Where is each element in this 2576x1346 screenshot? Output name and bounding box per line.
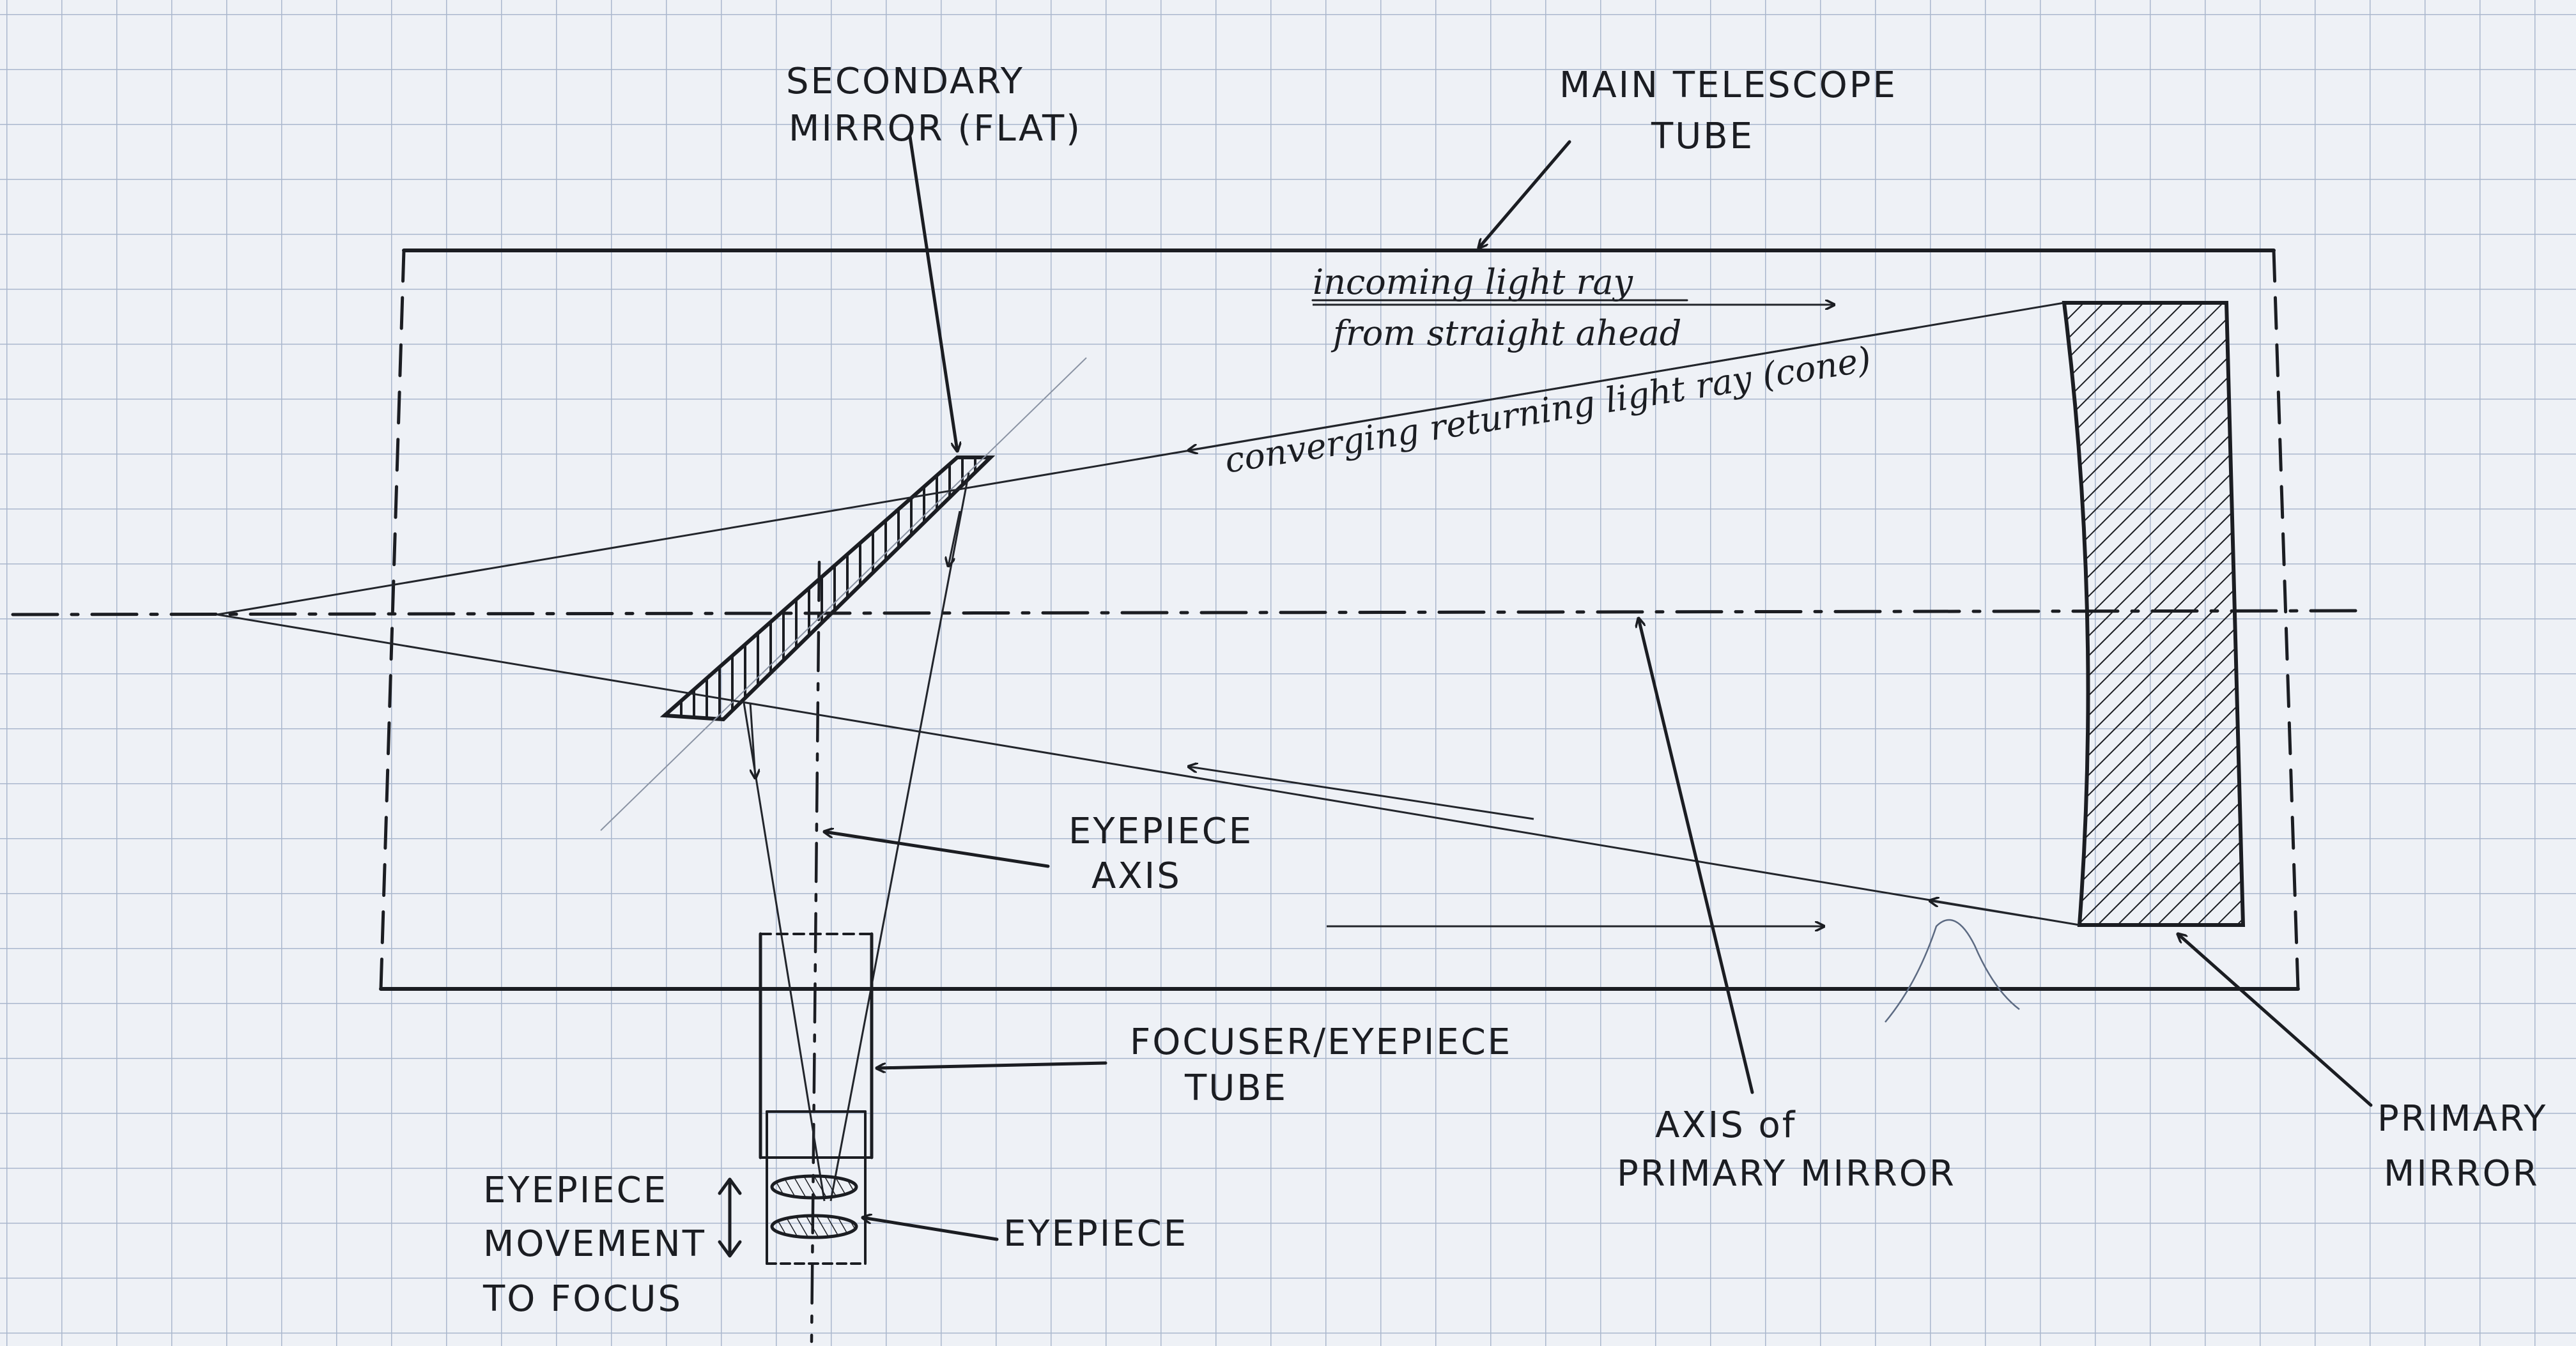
label-axis-primary-1: AXIS of	[1655, 1105, 1797, 1146]
label-primary-mirror-1: PRIMARY	[2377, 1098, 2547, 1140]
label-eyepiece-movement-2: MOVEMENT	[483, 1223, 706, 1265]
primary-mirror-axis	[11, 609, 2366, 616]
label-incoming-2: from straight ahead	[1330, 313, 1681, 353]
label-secondary-mirror-2: MIRROR (FLAT)	[789, 108, 1082, 149]
label-eyepiece: EYEPIECE	[1003, 1213, 1188, 1255]
label-focuser-1: FOCUSER/EYEPIECE	[1130, 1021, 1512, 1063]
callout-leaders	[824, 135, 2373, 1241]
primary-mirror	[2062, 301, 2246, 927]
focus-movement-arrow	[718, 1177, 742, 1258]
label-secondary-mirror-1: SECONDARY	[786, 61, 1024, 102]
label-eyepiece-axis-2: AXIS	[1091, 855, 1182, 897]
light-rays	[217, 303, 2080, 1202]
label-primary-mirror-2: MIRROR	[2384, 1153, 2540, 1195]
label-eyepiece-axis-1: EYEPIECE	[1068, 811, 1253, 852]
label-main-tube-2: TUBE	[1651, 116, 1754, 157]
eyepiece-lenses	[770, 1174, 858, 1239]
label-incoming-1: incoming light ray	[1313, 262, 1634, 302]
label-eyepiece-movement-1: EYEPIECE	[483, 1170, 668, 1211]
label-main-tube-1: MAIN TELESCOPE	[1559, 65, 1897, 106]
focuser-tube	[759, 932, 874, 1265]
secondary-mirror	[659, 455, 996, 722]
main-telescope-tube	[379, 249, 2300, 991]
eyepiece-axis-line	[810, 560, 821, 1343]
label-axis-primary-2: PRIMARY MIRROR	[1617, 1153, 1956, 1195]
label-eyepiece-movement-3: TO FOCUS	[482, 1278, 683, 1320]
construction-line	[600, 357, 1087, 831]
pencil-scribble	[1885, 919, 2020, 1023]
label-focuser-2: TUBE	[1184, 1067, 1288, 1109]
